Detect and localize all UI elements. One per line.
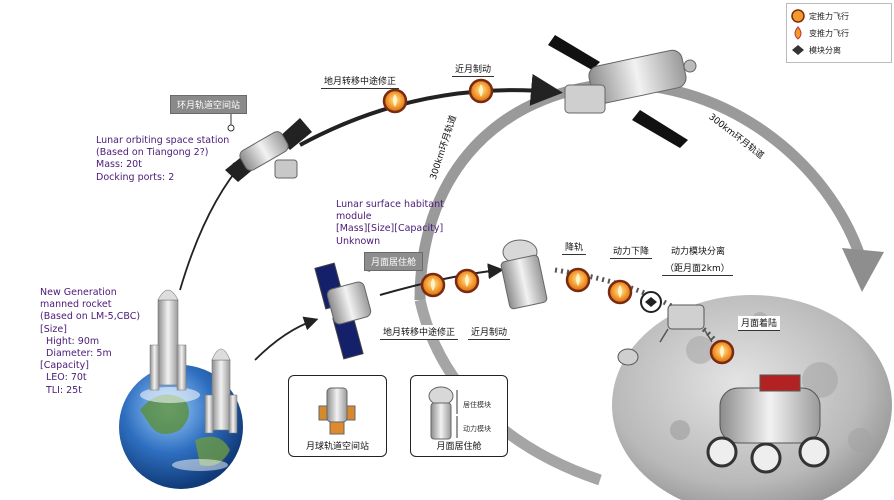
upper-tcm-label: 地月转移中途修正 <box>321 74 400 89</box>
powered-descent-label: 动力下降 <box>610 244 653 259</box>
panel-habitat-lower-label: 动力模块 <box>463 425 491 433</box>
lunar-lander <box>659 304 713 343</box>
station-note: Lunar orbiting space station (Based on T… <box>96 135 230 183</box>
fixed-thrust-icon <box>791 9 805 23</box>
separation-icon <box>792 45 804 55</box>
legend-module-separation: 模块分离 <box>791 42 841 58</box>
panel-lunar-habitat: 居住模块 动力模块 月面居住舱 <box>410 375 508 457</box>
station-tag: 环月轨道空间站 <box>170 95 248 114</box>
module-sep-label: 动力模块分离 <box>671 247 726 257</box>
trajectory-to-habitat <box>254 316 319 361</box>
rocket-left <box>149 289 187 391</box>
lower-braking-label: 近月制动 <box>468 325 511 340</box>
habitat-note: Lunar surface habitant module [Mass][Siz… <box>336 199 444 247</box>
separated-module <box>617 348 639 366</box>
panel-habitat-caption: 月面居住舱 <box>436 442 482 452</box>
upper-braking-label: 近月制动 <box>452 62 495 77</box>
panel-habitat-upper-label: 居住模块 <box>463 401 491 409</box>
legend: 定推力飞行 变推力飞行 模块分离 <box>786 3 892 63</box>
variable-thrust-icon <box>794 26 802 40</box>
station-tag-pin <box>227 124 235 132</box>
lunar-rover-habitat <box>706 374 830 474</box>
panel-lunar-station: 月球轨道空间站 <box>288 375 387 457</box>
panel-habitat-illustration <box>428 386 458 440</box>
lower-transfer-path <box>379 263 504 296</box>
habitat-tag: 月面居住舱 <box>364 252 424 271</box>
module-sep-alt-label: （距月面2km） <box>662 261 733 276</box>
habitat-spacecraft <box>314 262 372 360</box>
habitat-module-middle <box>500 239 548 310</box>
legend-fixed-thrust: 定推力飞行 <box>791 8 849 24</box>
lunar-station-large <box>548 35 697 148</box>
panel-station-caption: 月球轨道空间站 <box>305 442 369 452</box>
upper-transfer-path <box>299 73 563 147</box>
legend-variable-thrust: 变推力飞行 <box>791 25 849 41</box>
landing-label: 月面着陆 <box>738 316 781 331</box>
lunar-station-small <box>225 118 312 182</box>
panel-station-illustration <box>318 387 356 435</box>
rocket-right <box>204 348 238 434</box>
lower-orbit-label: 降轨 <box>562 240 587 255</box>
lower-tcm-label: 地月转移中途修正 <box>380 325 459 340</box>
rocket-note: New Generation manned rocket (Based on L… <box>40 287 141 396</box>
